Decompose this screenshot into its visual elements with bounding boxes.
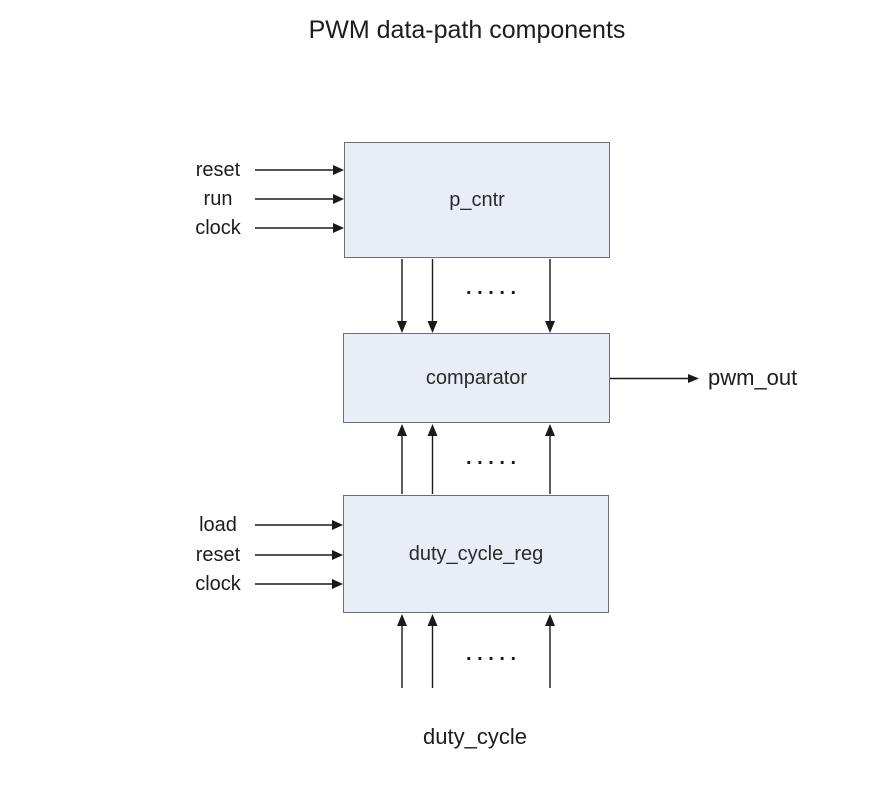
arrowhead-icon xyxy=(333,194,344,204)
output-label-pwm-out: pwm_out xyxy=(708,365,798,390)
pcntr-input-arrows xyxy=(255,165,344,233)
input-label-reset-dutyreg: reset xyxy=(195,544,241,566)
pcntr-to-comparator-bus xyxy=(397,259,555,333)
arrowhead-icon xyxy=(427,321,438,333)
bus-ellipsis: . . . . . xyxy=(465,643,517,665)
bus-ellipsis: . . . . . xyxy=(465,447,517,469)
arrowhead-icon xyxy=(333,223,344,233)
block-comparator: comparator xyxy=(343,333,610,423)
arrowhead-icon xyxy=(397,321,407,333)
duty-reg-input-arrows xyxy=(255,520,343,589)
arrowhead-icon xyxy=(332,520,343,530)
block-duty-cycle-reg-label: duty_cycle_reg xyxy=(408,542,544,565)
diagram-title: PWM data-path components xyxy=(308,16,626,44)
bottom-label-duty-cycle: duty_cycle xyxy=(423,724,527,749)
input-label-clock-pcntr: clock xyxy=(195,217,241,239)
input-label-load-dutyreg: load xyxy=(199,514,237,536)
duty-cycle-input-bus xyxy=(397,614,555,688)
arrowhead-icon xyxy=(545,321,555,333)
block-p-cntr-label: p_cntr xyxy=(449,188,505,211)
arrowhead-icon xyxy=(397,614,407,626)
arrowhead-icon xyxy=(427,614,438,626)
arrowhead-icon xyxy=(332,550,343,560)
arrowhead-icon xyxy=(545,614,555,626)
block-p-cntr: p_cntr xyxy=(344,142,610,258)
arrowhead-icon xyxy=(397,424,407,436)
block-comparator-label: comparator xyxy=(425,366,528,389)
input-label-clock-dutyreg: clock xyxy=(195,573,241,595)
bus-ellipsis: . . . . . xyxy=(465,277,517,299)
input-label-run-pcntr: run xyxy=(203,188,233,210)
arrowhead-icon xyxy=(427,424,438,436)
arrowhead-icon xyxy=(333,165,344,175)
arrowhead-icon xyxy=(545,424,555,436)
input-label-reset-pcntr: reset xyxy=(195,159,241,181)
arrowhead-icon xyxy=(332,579,343,589)
arrowhead-icon xyxy=(688,374,699,383)
pwm-out-arrow xyxy=(610,374,699,383)
block-duty-cycle-reg: duty_cycle_reg xyxy=(343,495,609,613)
duty-reg-to-comparator-bus xyxy=(397,424,555,494)
